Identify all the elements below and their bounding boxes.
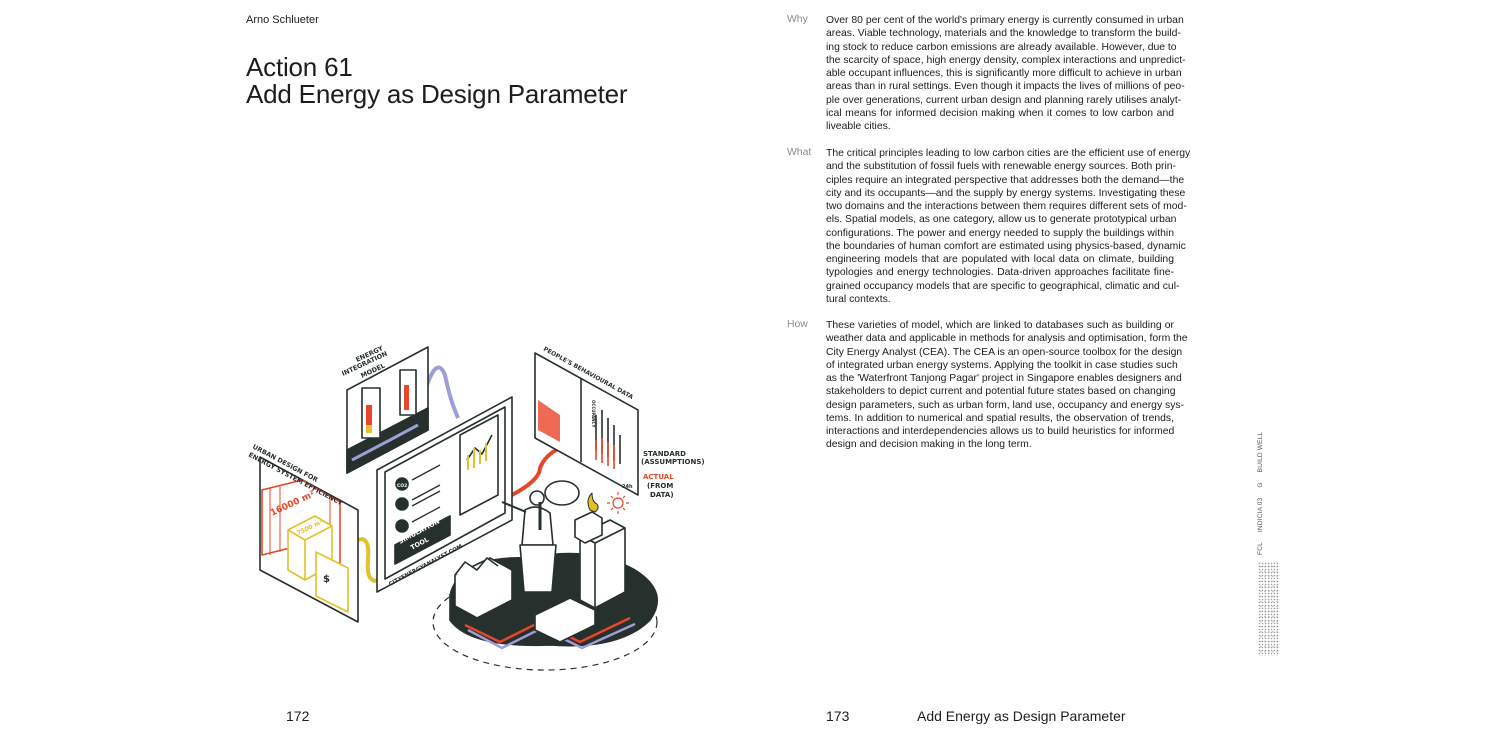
text-line: as the 'Waterfront Tanjong Pagar' projec…: [826, 373, 1182, 384]
text-line: and the substitution of fossil fuels wit…: [826, 161, 1177, 173]
section-label-how: How: [787, 319, 808, 330]
text-line: design and decision making in the long t…: [826, 439, 1032, 451]
text-line: typologies and energy technologies. Data…: [826, 267, 1174, 279]
person-figure: [501, 490, 557, 593]
hours-label: 24h: [622, 484, 633, 490]
text-line: ical means for informed decision making …: [826, 107, 1174, 119]
text-line: City Energy Analyst (CEA). The CEA is an…: [826, 346, 1183, 358]
text-line: the boundaries of human comfort are esti…: [826, 240, 1186, 252]
text-line: ciples require an integrated perspective…: [826, 174, 1185, 186]
connector-yellow: [357, 537, 381, 583]
text-line: configurations. The power and energy nee…: [826, 227, 1174, 239]
thought-bubble: [544, 480, 580, 506]
author-name: Arno Schlueter: [246, 14, 319, 26]
page-number-right: 173: [826, 708, 850, 724]
text-line: two domains and the interactions between…: [826, 201, 1187, 212]
behavioural-data-panel: OCCUPANCY 24h PEOPLE'S BEHAVIOURAL DATA: [534, 346, 639, 496]
section-label-why: Why: [787, 14, 808, 25]
urban-design-panel: 16000 m² 7500 m² $ URBAN DESIGN FOR ENER…: [247, 443, 359, 623]
illustration-city-energy-analyst: 16000 m² 7500 m² $ URBAN DESIGN FOR ENER…: [240, 330, 720, 680]
section-text-why: Over 80 per cent of the world's primary …: [826, 14, 1186, 133]
text-line: design parameters, such as urban form, l…: [826, 399, 1185, 411]
action-title: Add Energy as Design Parameter: [246, 79, 628, 109]
sun-icon: [607, 492, 629, 514]
occupancy-label: OCCUPANCY: [591, 400, 596, 427]
flame-icon: [587, 492, 599, 513]
connector-red: [511, 446, 561, 497]
text-line: able occupant influences, this is signif…: [826, 68, 1182, 79]
standard-label-1: STANDARD: [643, 450, 686, 458]
text-line: engineering models that are populated wi…: [826, 254, 1174, 265]
spine-item: FCL: [1257, 542, 1264, 555]
low-building: [534, 597, 596, 643]
text-line: weather data and applicable in methods f…: [826, 333, 1188, 345]
text-line: of integrated urban energy systems. Appl…: [826, 359, 1178, 371]
text-line: grained occupancy models that are specif…: [826, 280, 1180, 292]
section-text-what: The critical principles leading to low c…: [826, 147, 1191, 306]
text-line: interactions and interdependencies allow…: [826, 426, 1175, 437]
text-line: Over 80 per cent of the world's primary …: [826, 15, 1184, 26]
text-line: areas. Viable technology, materials and …: [826, 28, 1181, 40]
text-line: The critical principles leading to low c…: [826, 148, 1191, 159]
action-number: Action 61: [246, 52, 353, 82]
actual-label-3: DATA): [650, 491, 674, 499]
standard-label-2: (ASSUMPTIONS): [641, 458, 705, 466]
factory-building: [454, 557, 513, 619]
text-line: stakeholders to depict current and poten…: [826, 386, 1176, 398]
text-line: city and its occupants—and the supply by…: [826, 187, 1186, 199]
dashed-boundary: [432, 573, 658, 671]
text-line: els. Spatial models, as one category, al…: [826, 214, 1177, 226]
decorative-texture: [1258, 562, 1280, 656]
co2-label: CO2: [397, 483, 407, 489]
text-line: tural contexts.: [826, 293, 891, 305]
section-label-what: What: [787, 147, 812, 158]
actual-label-1: ACTUAL: [643, 473, 674, 481]
dollar-label: $: [323, 574, 330, 585]
page-number-left: 172: [286, 708, 310, 724]
text-line: ple over generations, current urban desi…: [826, 94, 1182, 106]
spine-text: FCL INDICIA 03 G BUILD WELL: [1255, 425, 1269, 555]
spine-item: G: [1257, 482, 1264, 488]
text-line: liveable cities.: [826, 121, 891, 132]
text-line: ing stock to reduce carbon emissions are…: [826, 41, 1177, 53]
tower-building: [574, 511, 626, 609]
text-line: tems. In addition to numerical and spati…: [826, 412, 1174, 424]
text-line: These varieties of model, which are link…: [826, 320, 1174, 331]
spine-item: BUILD WELL: [1257, 431, 1264, 473]
actual-label-2: (FROM: [647, 482, 673, 490]
page-title: Action 61 Add Energy as Design Parameter: [246, 52, 628, 109]
running-title: Add Energy as Design Parameter: [917, 708, 1126, 724]
text-line: areas than in rural settings. Even thoug…: [826, 81, 1185, 93]
section-text-how: These varieties of model, which are link…: [826, 319, 1188, 452]
energy-integration-panel: ENERGY INTEGRATION MODEL: [340, 344, 429, 474]
text-line: the scarcity of space, high energy densi…: [826, 54, 1186, 66]
spine-item: INDICIA 03: [1257, 497, 1264, 533]
